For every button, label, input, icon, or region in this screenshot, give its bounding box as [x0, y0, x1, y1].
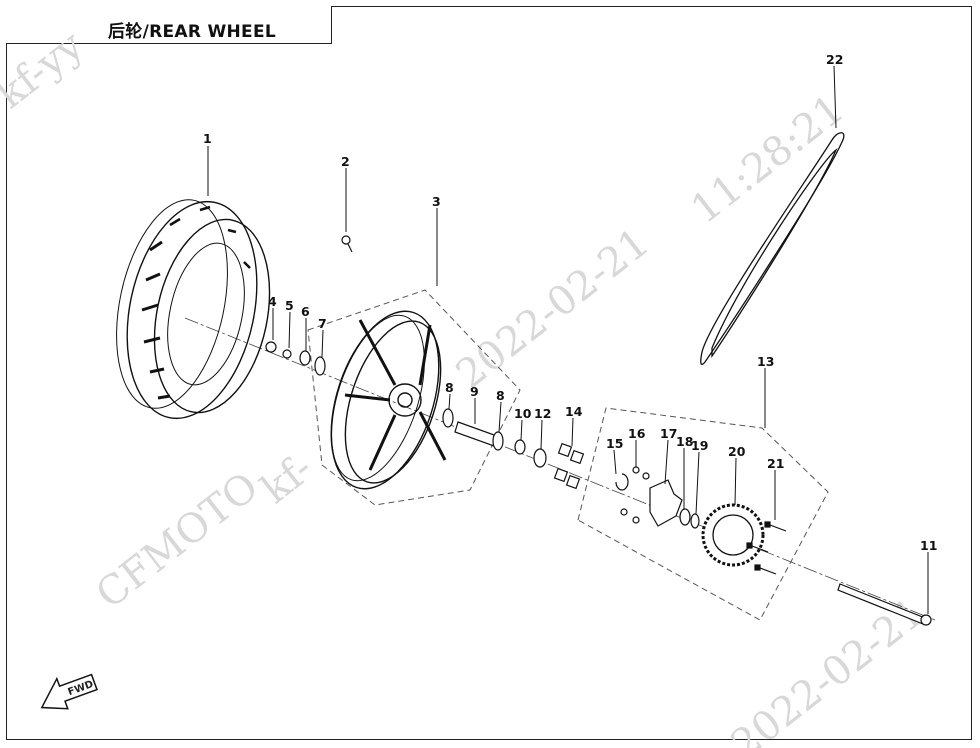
callout-1: 1 [203, 131, 212, 146]
callout-8-left: 8 [445, 380, 454, 395]
callout-8-right: 8 [496, 388, 505, 403]
hub-part-17 [649, 479, 683, 527]
axle-part-11 [837, 583, 932, 626]
title-block: 后轮/REAR WHEEL [6, 6, 332, 44]
hub-parts [615, 466, 700, 529]
watermark-layer: kf-yy 11:28:21 2022-02-21 kf- CFMOTO 202… [0, 22, 933, 748]
callout-3: 3 [432, 194, 441, 209]
bearing-part-18 [679, 508, 691, 526]
callout-12: 12 [534, 406, 551, 421]
sprocket-assembly-box-13 [577, 407, 829, 621]
spacer-part-9 [454, 421, 504, 451]
callout-19: 19 [691, 438, 708, 453]
forward-arrow: FWD [40, 673, 98, 710]
callout-4: 4 [268, 294, 277, 309]
leader-lines [207, 65, 929, 614]
watermark-brand: CFMOTO [88, 464, 267, 618]
nut-part-4 [265, 341, 277, 353]
sprocket-part-20 [701, 503, 765, 567]
drawing-frame [6, 6, 972, 740]
watermark-date: 2022-02-21 [448, 220, 658, 398]
callout-15: 15 [606, 436, 623, 451]
valve-part-2 [341, 235, 353, 253]
circlip-part-15 [615, 473, 629, 491]
callout-11: 11 [920, 538, 937, 553]
callout-2: 2 [341, 154, 350, 169]
washer-part-5 [282, 349, 292, 359]
callout-labels: 1 2 3 4 5 6 7 8 9 8 10 12 14 15 16 17 18… [203, 52, 937, 553]
callout-5: 5 [285, 298, 294, 313]
callout-13: 13 [757, 354, 774, 369]
callout-9: 9 [470, 384, 479, 399]
callout-7: 7 [318, 316, 327, 331]
callout-18: 18 [676, 434, 693, 449]
callout-14: 14 [565, 404, 583, 419]
bushing-part-6 [299, 350, 311, 366]
callout-17: 17 [660, 426, 677, 441]
callout-16: 16 [628, 426, 646, 441]
page-title: 后轮/REAR WHEEL [108, 22, 277, 42]
callout-10: 10 [514, 406, 532, 421]
callout-20: 20 [728, 444, 746, 459]
chain-part-22 [700, 132, 845, 366]
callout-6: 6 [301, 304, 310, 319]
watermark-user-top: kf-yy [0, 22, 92, 118]
callout-21: 21 [767, 456, 784, 471]
tire-part-1 [116, 199, 271, 420]
callout-22: 22 [826, 52, 843, 67]
rim-part-3 [307, 289, 521, 506]
bolts-part-21 [746, 521, 787, 575]
small-parts-middle [514, 439, 585, 490]
seal-part-7 [314, 356, 326, 376]
bearing-part-8 [442, 408, 454, 428]
small-parts-left [265, 341, 454, 428]
seal-part-19 [690, 513, 700, 529]
